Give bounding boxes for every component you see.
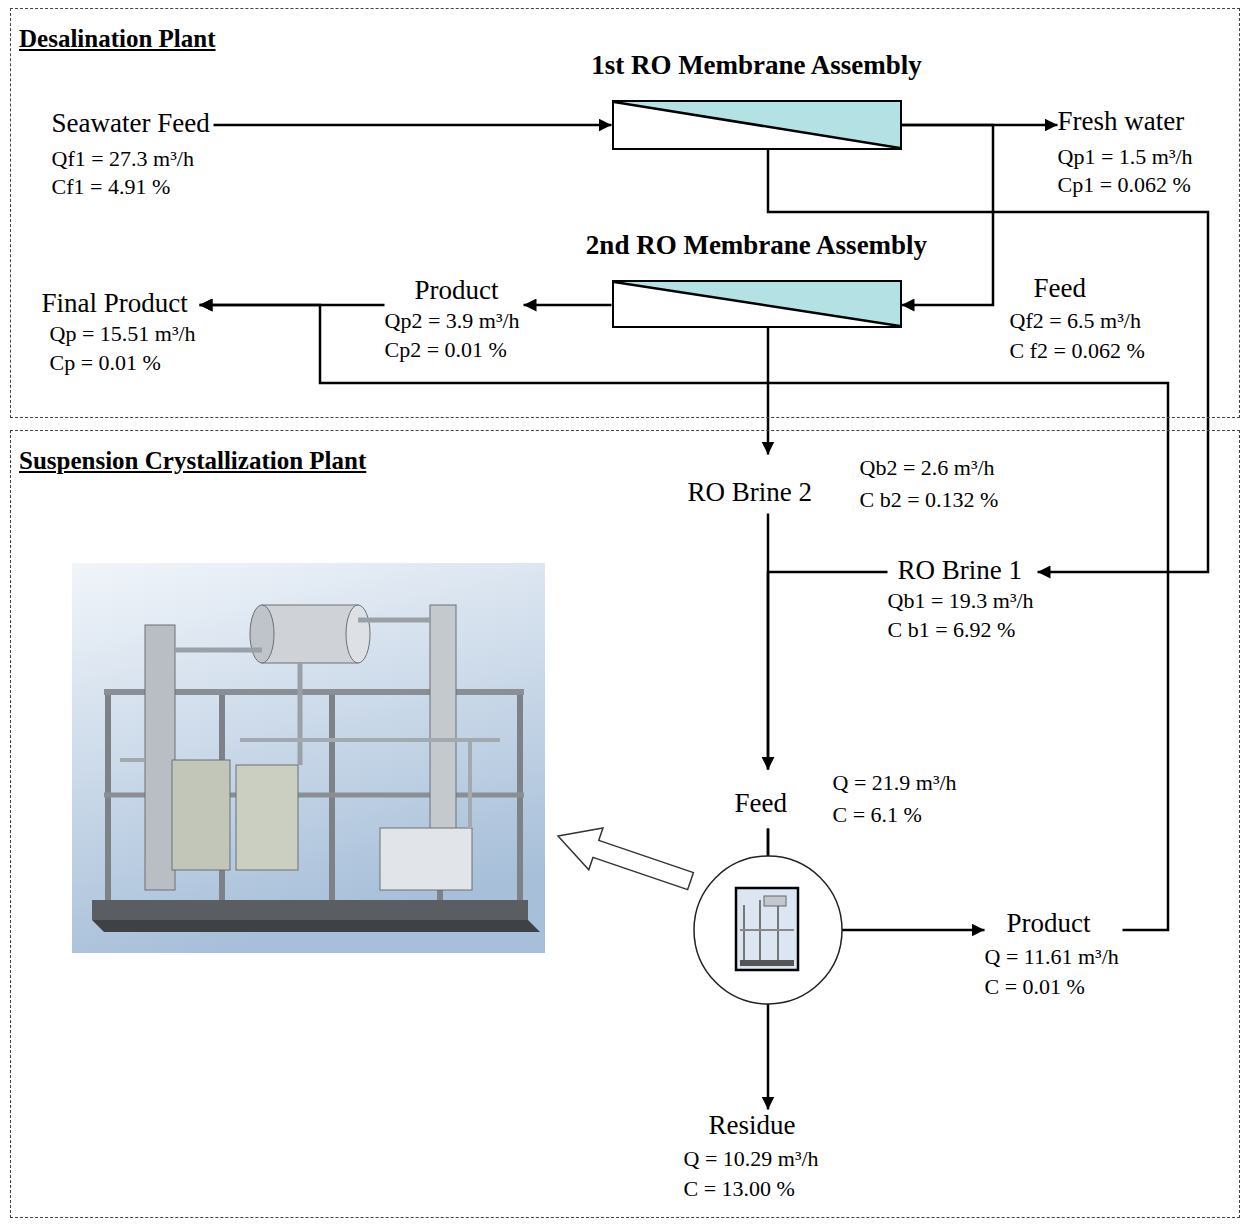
stream-block: RO Brine 2 Qb2 = 2.6 m³/h C b2 = 0.132 % <box>688 455 1003 514</box>
stream-name: Product <box>1007 908 1091 939</box>
stream-block: RO Brine 1Qb1 = 19.3 m³/h C b1 = 6.92 % <box>888 555 1038 644</box>
membrane-unit: 2nd RO Membrane Assembly <box>612 280 902 328</box>
stream-name: Feed <box>1034 273 1086 304</box>
membrane-unit: 1st RO Membrane Assembly <box>612 100 902 150</box>
stream-block: Residue Q = 10.29 m³/h C = 13.00 % <box>684 1110 823 1203</box>
stream-block: Product Q = 11.61 m³/h C = 0.01 % <box>985 908 1123 1001</box>
crystallizer-icon <box>736 888 798 970</box>
stream-block: Seawater FeedQf1 = 27.3 m³/hCf1 = 4.91 % <box>50 108 214 201</box>
stream-value: Cp = 0.01 % <box>50 350 161 375</box>
stream-name: RO Brine 1 <box>898 555 1023 586</box>
pipe <box>468 740 472 828</box>
stream-value: Q = 11.61 m³/h <box>985 944 1119 969</box>
flow-line <box>768 572 888 770</box>
hollow-arrow <box>551 815 698 902</box>
tank <box>262 605 358 663</box>
tank-end <box>346 605 370 663</box>
stream-value: Qb2 = 2.6 m³/h <box>860 455 995 480</box>
membrane-fill <box>614 282 900 326</box>
stream-value: Qf1 = 27.3 m³/h <box>52 146 194 171</box>
stream-value: Q = 10.29 m³/h <box>684 1146 819 1171</box>
stream-block: FeedQf2 = 6.5 m³/h C f2 = 0.062 % <box>1010 273 1149 365</box>
stream-value: Q = 21.9 m³/h <box>833 770 957 795</box>
skid-edge <box>92 920 540 932</box>
equipment-box <box>172 760 230 870</box>
membrane-line <box>614 282 900 326</box>
pipe <box>298 663 303 765</box>
flow-line <box>524 304 612 307</box>
stream-value: Qf2 = 6.5 m³/h <box>1010 308 1141 333</box>
stream-value: C = 6.1 % <box>833 802 922 827</box>
stream-block: Final ProductQp = 15.51 m³/h Cp = 0.01 % <box>42 288 200 377</box>
membrane-line <box>614 102 900 148</box>
pipe <box>175 648 262 653</box>
stream-block: Fresh waterQp1 = 1.5 m³/hCp1 = 0.062 % <box>1058 106 1197 199</box>
picture-ground <box>72 563 545 953</box>
stream-value: C = 13.00 % <box>684 1176 795 1201</box>
stream-name: Product <box>415 275 499 306</box>
stream-value: Qp2 = 3.9 m³/h <box>385 308 520 333</box>
flow-line <box>768 150 1208 573</box>
stream-value: Cp1 = 0.062 % <box>1058 172 1191 197</box>
membrane-symbol <box>614 102 900 148</box>
stream-value: Cp2 = 0.01 % <box>385 337 507 362</box>
stream-value: Qp = 15.51 m³/h <box>50 321 196 346</box>
unit-title: 2nd RO Membrane Assembly <box>586 230 927 261</box>
region-title: Suspension Crystallization Plant <box>19 447 366 476</box>
unit-title: 1st RO Membrane Assembly <box>591 50 922 81</box>
flow-line <box>902 125 994 305</box>
column-vessel <box>430 605 456 865</box>
region-title: Desalination Plant <box>19 25 216 54</box>
stream-name: Fresh water <box>1058 106 1185 137</box>
icon-detail <box>740 960 794 966</box>
pipe <box>120 758 145 762</box>
stream-name: Residue <box>709 1110 796 1141</box>
stream-name: RO Brine 2 <box>688 477 813 508</box>
flow-line <box>767 328 770 455</box>
stream-name: Feed <box>735 788 787 819</box>
pipe <box>240 738 500 742</box>
plant-region: RO Brine 2Qb2 = 2.6 m³/hC b2 = 0.132 %RO… <box>10 430 1240 1218</box>
stream-value: Qp1 = 1.5 m³/h <box>1058 144 1193 169</box>
stream-value: Qb1 = 19.3 m³/h <box>888 588 1034 613</box>
stream-block: ProductQp2 = 3.9 m³/hCp2 = 0.01 % <box>385 275 524 364</box>
stream-value: C b2 = 0.132 % <box>860 487 999 512</box>
equipment-box <box>380 828 472 890</box>
crystallizer-circle <box>694 856 842 1004</box>
plant-region: Seawater FeedQf1 = 27.3 m³/hCf1 = 4.91 %… <box>10 8 1240 418</box>
tank-end <box>250 605 274 663</box>
stream-name: Final Product <box>42 288 188 319</box>
membrane-fill <box>614 102 900 148</box>
stream-value: Cf1 = 4.91 % <box>52 174 171 199</box>
icon-detail <box>764 896 786 906</box>
skid-base <box>92 900 528 920</box>
stream-value: C f2 = 0.062 % <box>1010 338 1145 363</box>
pipe <box>358 618 430 623</box>
stream-name: Seawater Feed <box>52 108 210 139</box>
column-vessel <box>145 625 175 890</box>
stream-value: C b1 = 6.92 % <box>888 617 1016 642</box>
flow-line <box>214 124 612 127</box>
stream-block: Feed Q = 21.9 m³/h C = 6.1 % <box>735 770 961 829</box>
membrane-symbol <box>614 282 900 326</box>
icon-detail <box>740 929 794 931</box>
icon-detail <box>743 905 745 960</box>
stream-value: C = 0.01 % <box>985 974 1085 999</box>
equipment-box <box>236 765 298 870</box>
